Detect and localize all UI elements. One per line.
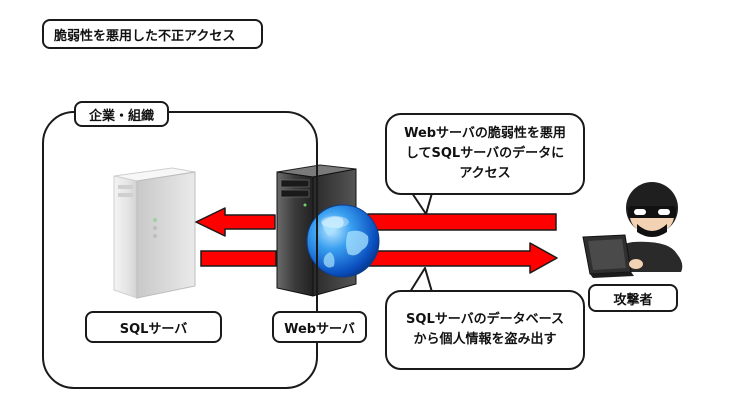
callout-top-tail [411,192,433,215]
callout-bottom-line-1: SQLサーバのデータベース [406,312,564,327]
arrow-top-right-segment [367,213,557,231]
attacker-icon [582,182,683,278]
callout-top-line-1: Webサーバの脆弱性を悪用 [404,126,566,141]
attacker-label-text: 攻撃者 [613,292,653,308]
arrow-bottom-right [367,242,558,274]
callout-top-line-3: アクセス [459,166,511,181]
callout-bottom-line-2: から個人情報を盗み出す [413,332,557,347]
callout-bottom-tail [409,267,433,293]
callout-top: Webサーバの脆弱性を悪用 してSQLサーバのデータに アクセス [385,113,585,195]
organization-boundary [42,111,318,389]
arrow-bottom-left-segment [200,250,277,267]
callout-top-line-2: してSQLサーバのデータに [405,146,565,161]
sql-server-label-text: SQLサーバ [119,321,188,337]
diagram-title-text: 脆弱性を悪用した不正アクセス [54,28,236,44]
web-server-label: Webサーバ [272,311,367,343]
sql-server-icon [113,167,196,299]
organization-label: 企業・組織 [74,101,169,127]
diagram-title: 脆弱性を悪用した不正アクセス [42,19,263,49]
attacker-label: 攻撃者 [588,284,678,312]
callout-bottom: SQLサーバのデータベース から個人情報を盗み出す [385,290,585,370]
sql-server-label: SQLサーバ [85,311,222,343]
arrow-top-left [195,207,276,237]
organization-label-text: 企業・組織 [88,108,154,124]
web-server-label-text: Webサーバ [284,321,355,337]
globe-icon [306,204,380,278]
